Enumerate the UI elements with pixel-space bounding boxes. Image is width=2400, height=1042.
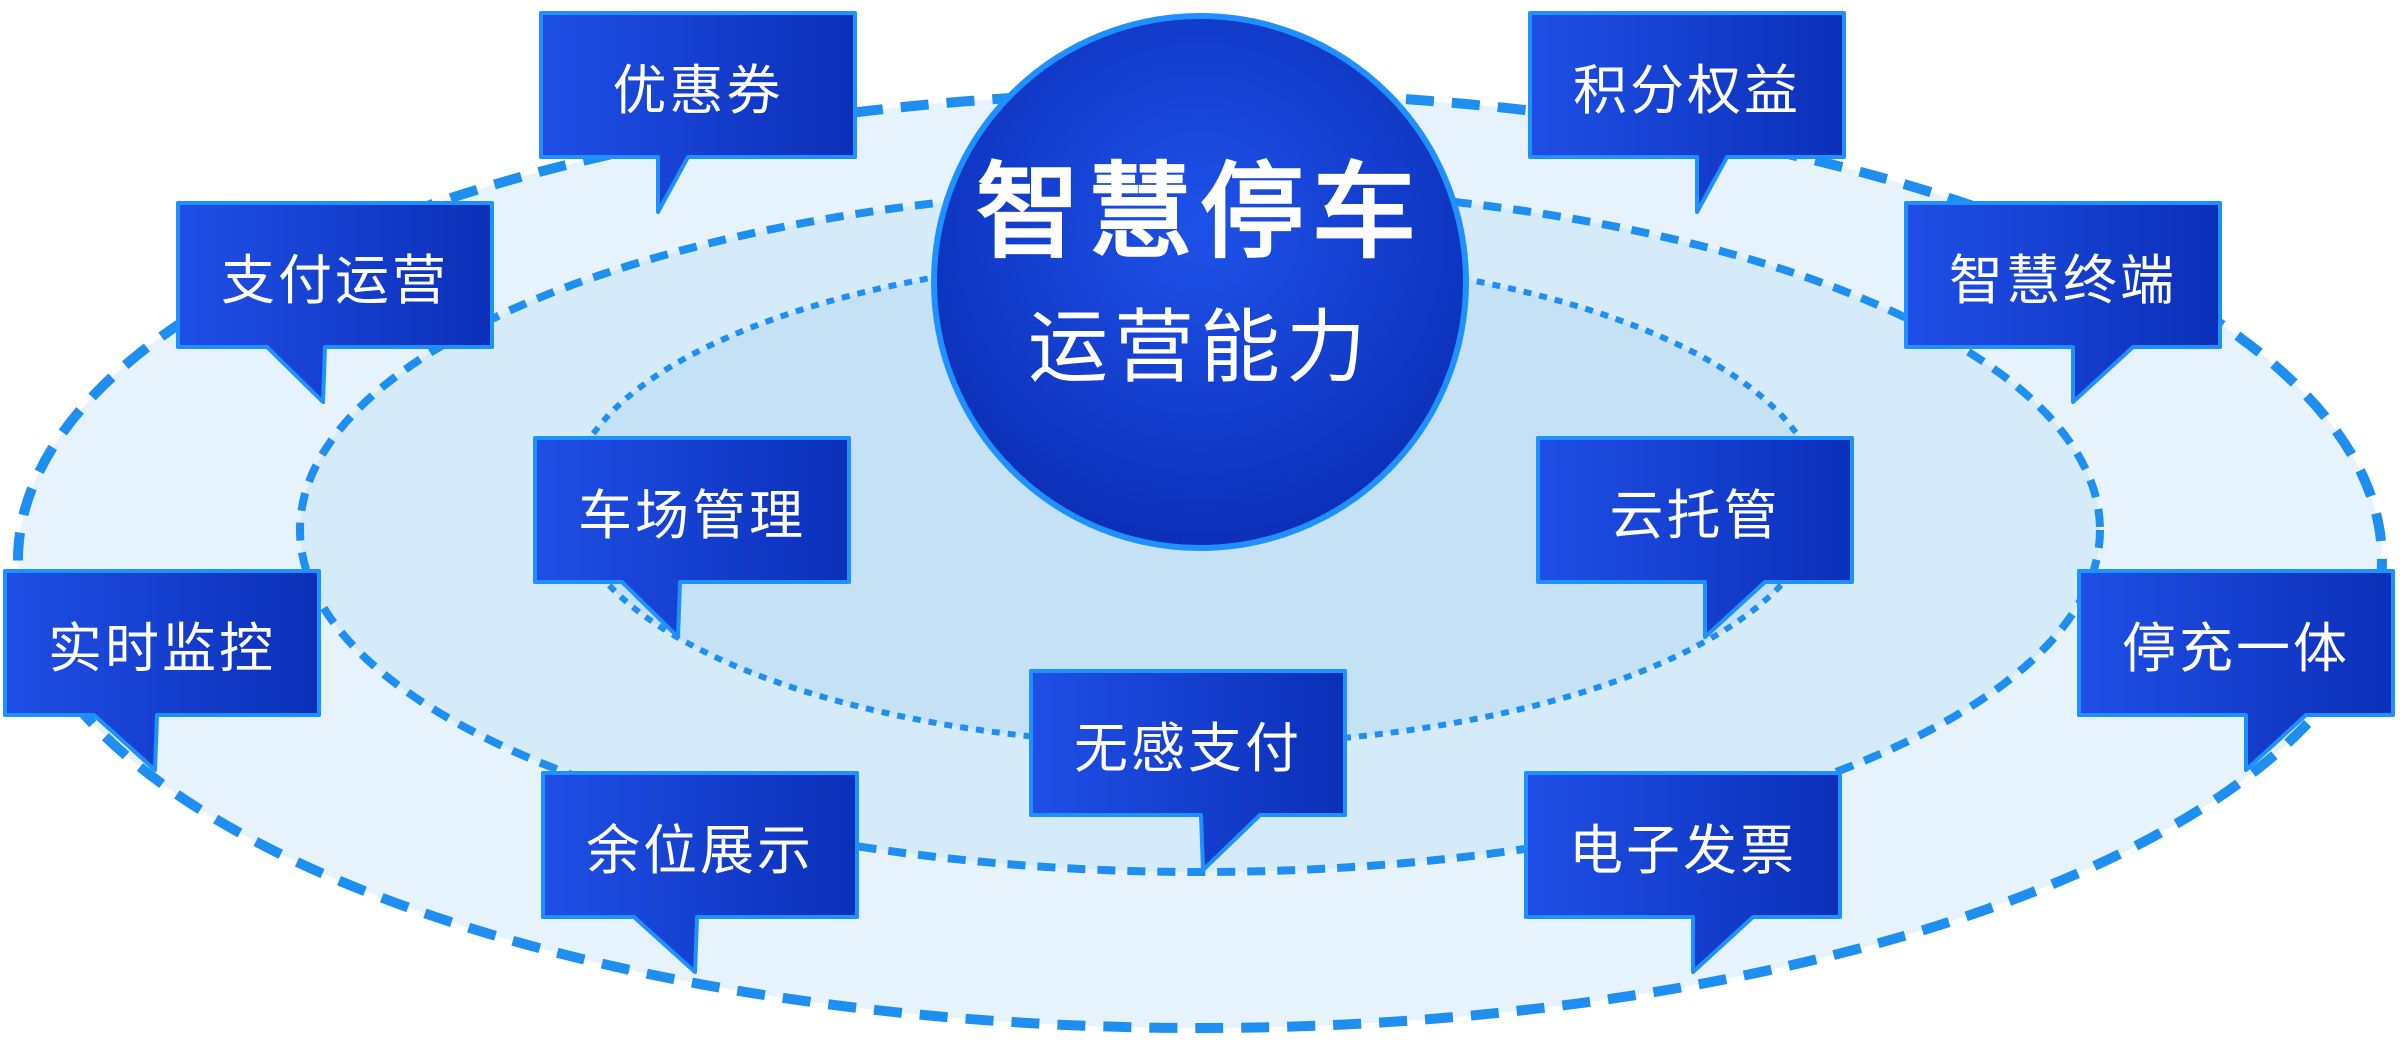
node-label: 停充一体 (2122, 616, 2350, 680)
node-payment-ops: 支付运营 (175, 200, 495, 404)
node-contactless-payment: 无感支付 (1028, 668, 1348, 872)
node-label: 实时监控 (48, 616, 276, 680)
node-parking-charging: 停充一体 (2076, 568, 2396, 772)
node-cloud-hosting: 云托管 (1535, 435, 1855, 639)
node-smart-terminal: 智慧终端 (1903, 200, 2223, 404)
node-coupon: 优惠券 (538, 10, 858, 214)
core-capability-circle: 智慧停车 运营能力 (928, 10, 1472, 554)
node-label: 优惠券 (612, 58, 784, 122)
node-e-invoice: 电子发票 (1523, 770, 1843, 974)
center-title: 智慧停车 (975, 151, 1424, 273)
node-realtime-monitoring: 实时监控 (2, 568, 322, 772)
node-label: 电子发票 (1569, 818, 1797, 882)
node-label: 无感支付 (1074, 716, 1302, 780)
center-circle-shape (931, 13, 1469, 551)
node-vacancy-display: 余位展示 (540, 770, 860, 974)
node-label: 智慧终端 (1949, 248, 2177, 312)
node-label: 云托管 (1609, 483, 1781, 547)
node-lot-management: 车场管理 (532, 435, 852, 639)
node-label: 积分权益 (1573, 58, 1801, 122)
node-points: 积分权益 (1527, 10, 1847, 214)
node-label: 余位展示 (586, 818, 814, 882)
node-label: 支付运营 (221, 248, 449, 312)
node-label: 车场管理 (578, 483, 806, 547)
center-subtitle: 运营能力 (1028, 301, 1372, 394)
